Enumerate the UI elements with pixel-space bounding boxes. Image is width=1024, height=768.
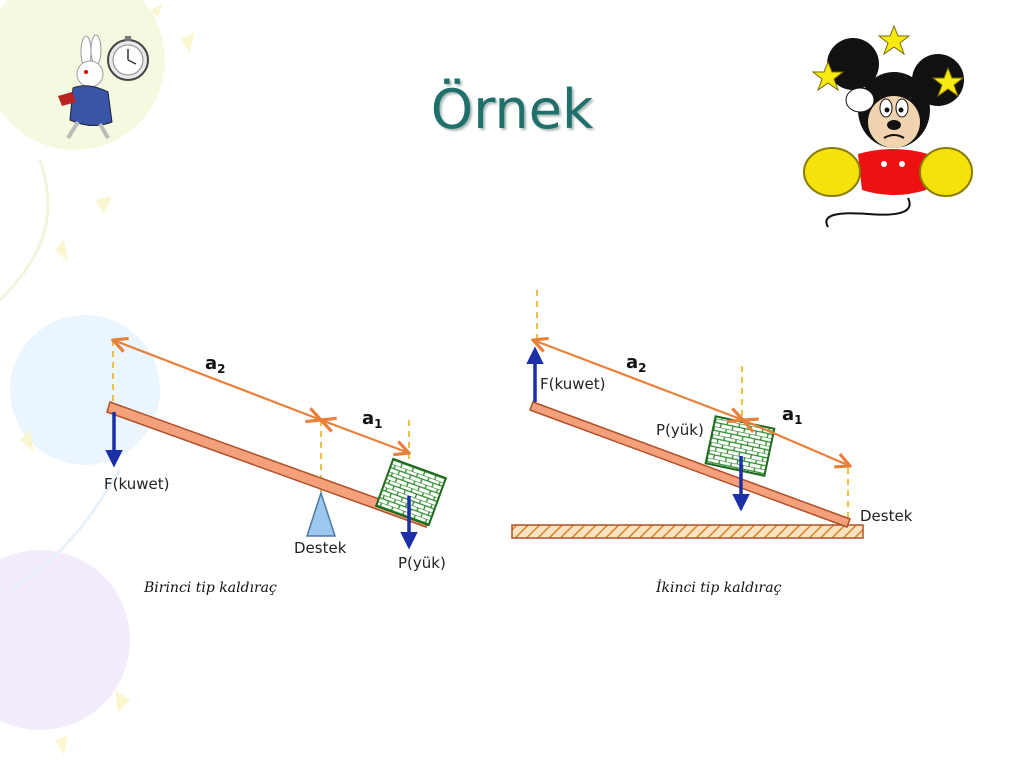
load-block [374,457,448,527]
force-label: F(kuwet) [540,375,605,393]
a1-dimension-arrow [321,420,409,453]
dizzy-mickey-mouse-icon [803,24,973,228]
support-label: Destek [294,539,347,557]
lever2-caption: İkinci tip kaldıraç [655,578,782,596]
lever1-caption: Birinci tip kaldıraç [143,580,277,596]
force-label: F(kuwet) [104,475,169,493]
a2-label: a2 [626,352,647,375]
load-label: P(yük) [656,421,704,439]
fulcrum-support [305,490,337,537]
a2-dimension-arrow [113,340,321,420]
support-label: Destek [860,507,913,525]
first-class-lever: a2 a1 F(kuwet) Destek P(yük) Birinci tip… [104,340,448,596]
a1-label: a1 [362,408,383,431]
a2-dimension-arrow [533,340,743,420]
second-class-lever: a2 a1 F(kuwet) P(yük) Destek İkinci tip … [511,290,913,596]
load-label: P(yük) [398,554,446,572]
a1-dimension-arrow [743,420,850,466]
balloon-purple-decoration [0,550,130,730]
ground-surface [511,524,864,539]
slide-title: Örnek [430,78,594,141]
rabbit-with-pocket-watch-icon [58,34,149,140]
lever-beam [106,401,430,528]
a1-label: a1 [782,404,803,427]
a2-label: a2 [205,353,226,376]
